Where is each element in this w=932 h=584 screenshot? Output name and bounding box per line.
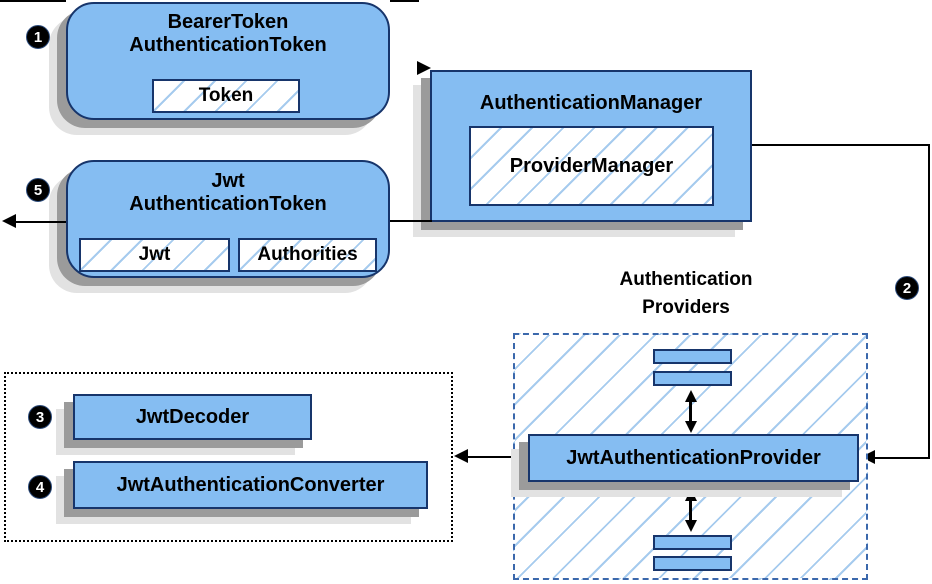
step-5-badge: 5 bbox=[26, 178, 50, 202]
provider-to-decoder-line bbox=[466, 456, 528, 458]
step-4-badge: 4 bbox=[28, 475, 52, 499]
outgoing-result-line bbox=[14, 221, 66, 223]
step-3-number: 3 bbox=[35, 408, 45, 426]
incoming-request-line bbox=[0, 0, 66, 2]
jwt-token-title-line1: Jwt bbox=[211, 170, 245, 192]
bearer-to-manager-arrowhead-icon bbox=[417, 61, 431, 75]
double-arrow-bottom-stem bbox=[689, 499, 692, 522]
manager-to-provider-top-line bbox=[752, 144, 930, 146]
outgoing-result-arrowhead-icon bbox=[2, 214, 16, 228]
authentication-providers-label: Authentication Providers bbox=[566, 266, 806, 321]
authentication-manager-title: AuthenticationManager bbox=[479, 92, 703, 114]
jwt-chip-label: Jwt bbox=[138, 244, 171, 265]
double-arrow-bottom-up-tip bbox=[685, 489, 697, 501]
manager-to-provider-vertical-line bbox=[928, 144, 930, 458]
jwt-decoder-box: JwtDecoder bbox=[73, 394, 312, 440]
jwt-token-title-line2: AuthenticationToken bbox=[129, 193, 327, 215]
jwt-decoder-title: JwtDecoder bbox=[135, 405, 250, 428]
provider-placeholder-bar-top-2 bbox=[653, 371, 732, 386]
jwt-authentication-token-box: Jwt AuthenticationToken Jwt Authorities bbox=[66, 160, 390, 278]
authentication-providers-label-line1: Authentication bbox=[619, 269, 753, 290]
manager-to-jwt-token-line bbox=[390, 220, 432, 222]
jwt-authentication-provider-title: JwtAuthenticationProvider bbox=[566, 446, 821, 469]
provider-stack-double-arrow-bottom-icon bbox=[684, 489, 697, 532]
token-chip: Token bbox=[152, 79, 300, 113]
step-2-number: 2 bbox=[902, 279, 912, 297]
jwt-authentication-provider-box: JwtAuthenticationProvider bbox=[528, 434, 859, 482]
provider-placeholder-bar-bottom-2 bbox=[653, 556, 732, 571]
manager-to-provider-bottom-line bbox=[873, 457, 930, 459]
step-1-badge: 1 bbox=[26, 25, 50, 49]
authorities-chip: Authorities bbox=[238, 238, 377, 272]
double-arrow-bottom-down-tip bbox=[685, 520, 697, 532]
bearer-token-box-title: BearerToken AuthenticationToken bbox=[68, 11, 388, 57]
token-chip-label: Token bbox=[198, 85, 254, 106]
step-4-number: 4 bbox=[35, 478, 45, 496]
jwt-authentication-converter-box: JwtAuthenticationConverter bbox=[73, 461, 428, 509]
provider-manager-chip: ProviderManager bbox=[469, 126, 714, 206]
bearer-token-title-line1: BearerToken bbox=[167, 11, 289, 33]
double-arrow-top-down-tip bbox=[685, 421, 697, 433]
step-5-number: 5 bbox=[33, 181, 43, 199]
provider-to-decoder-arrowhead-icon bbox=[454, 449, 468, 463]
step-2-badge: 2 bbox=[895, 276, 919, 300]
authentication-manager-box: AuthenticationManager ProviderManager bbox=[430, 70, 752, 222]
authorities-chip-label: Authorities bbox=[257, 244, 358, 265]
provider-manager-chip-label: ProviderManager bbox=[509, 154, 674, 177]
double-arrow-top-stem bbox=[689, 400, 692, 423]
step-1-number: 1 bbox=[33, 28, 43, 46]
bearer-to-manager-line bbox=[390, 0, 419, 2]
step-3-badge: 3 bbox=[28, 405, 52, 429]
authentication-providers-label-line2: Providers bbox=[642, 296, 730, 318]
jwt-chip: Jwt bbox=[79, 238, 230, 272]
provider-placeholder-bar-bottom-1 bbox=[653, 535, 732, 550]
bearer-token-authentication-token-box: BearerToken AuthenticationToken Token bbox=[66, 2, 390, 120]
jwt-authentication-converter-title: JwtAuthenticationConverter bbox=[116, 473, 385, 496]
provider-stack-double-arrow-top-icon bbox=[684, 390, 697, 433]
provider-placeholder-bar-top-1 bbox=[653, 349, 732, 364]
bearer-token-title-line2: AuthenticationToken bbox=[129, 34, 327, 56]
double-arrow-top-up-tip bbox=[685, 390, 697, 402]
jwt-token-box-title: Jwt AuthenticationToken bbox=[68, 170, 388, 216]
